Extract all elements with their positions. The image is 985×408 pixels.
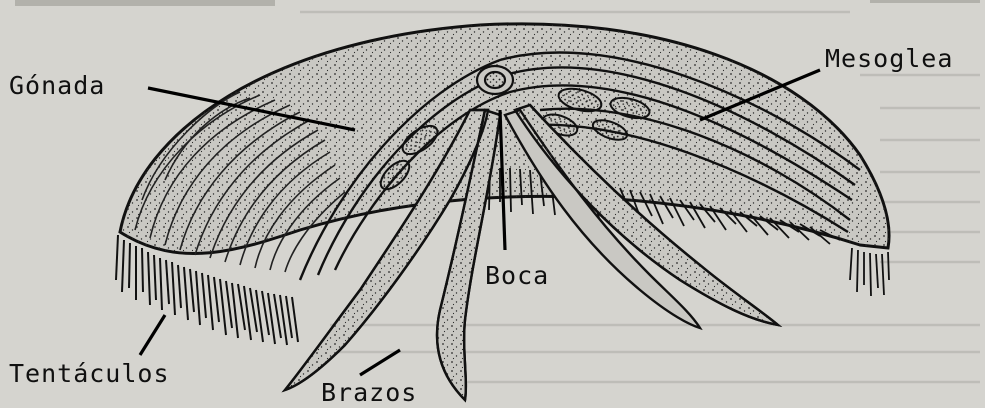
leader-tentaculos: [140, 315, 165, 355]
mouth: [477, 66, 513, 94]
label-tentaculos: Tentáculos: [6, 361, 173, 386]
label-mesoglea: Mesoglea: [822, 46, 956, 71]
label-gonada: Gónada: [6, 73, 108, 98]
label-brazos: Brazos: [318, 380, 420, 405]
leader-brazos: [360, 350, 400, 375]
label-boca: Boca: [482, 263, 552, 288]
